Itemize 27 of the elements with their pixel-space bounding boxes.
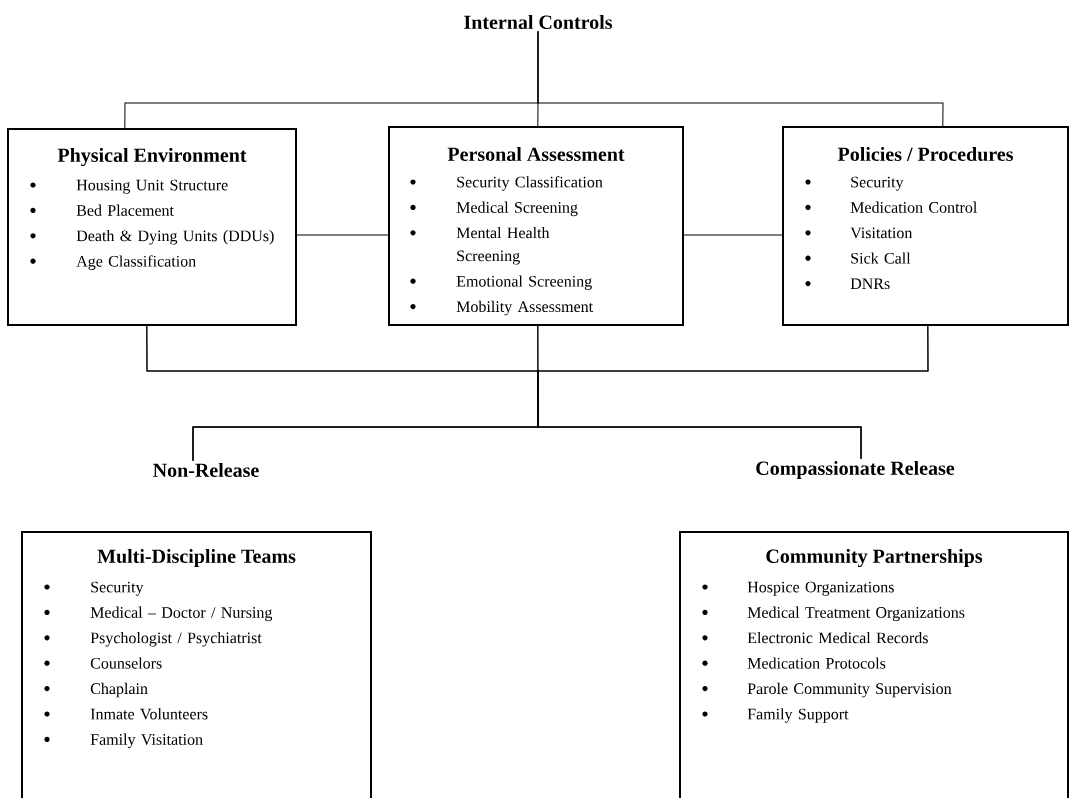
list-box: Community Partnerships Hospice Organizations Medical Treatment Organizations Electronic Medical Records Medication Protocols Parole Community Supervision Family Support xyxy=(679,531,1069,798)
node-label: Parole Community Supervision xyxy=(747,682,952,698)
node-label: Medication Protocols xyxy=(747,657,886,669)
node-label: Hospice Organizations xyxy=(747,581,894,596)
node-label: Psychologist / Psychiatrist xyxy=(90,632,262,647)
node-label: Multi-Discipline Teams xyxy=(97,548,296,568)
connector-line xyxy=(682,234,784,236)
node-label: Security xyxy=(91,581,144,596)
node-label: Medical Treatment Organizations xyxy=(747,606,965,622)
connector-line xyxy=(295,234,390,236)
list-box: Physical Environment Housing Unit Structure Bed Placement Death & Dying Units (DDUs) Age Classification xyxy=(7,128,297,326)
heading-text: Non-Release xyxy=(153,462,259,478)
node-label: Counselors xyxy=(90,657,162,669)
node-label: Chaplain xyxy=(90,682,148,698)
list-box: Policies / Procedures Security Medication Control Visitation Sick Call DNRs xyxy=(782,126,1069,326)
node-label: Medical – Doctor / Nursing xyxy=(90,606,273,622)
node-label: Family Visitation xyxy=(90,733,203,749)
connector-line xyxy=(537,30,944,128)
list-box: Multi-Discipline Teams Security Medical – Doctor / Nursing Psychologist / Psychiatrist Counselors Chaplain Inmate Volunteers Family Visitation xyxy=(21,531,372,798)
heading-text: Compassionate Release xyxy=(756,460,955,480)
node-label: Community Partnerships xyxy=(766,548,983,568)
node-label: Inmate Volunteers xyxy=(90,708,208,720)
list-box: Personal Assessment Security Classification Medical Screening Mental Health Screening Emotional Screening Mobility Assessment xyxy=(388,126,684,326)
heading-text: Internal Controls xyxy=(464,14,613,30)
node-label: Electronic Medical Records xyxy=(747,632,928,644)
node-label: Family Support xyxy=(747,708,849,723)
connector-line xyxy=(537,324,929,460)
